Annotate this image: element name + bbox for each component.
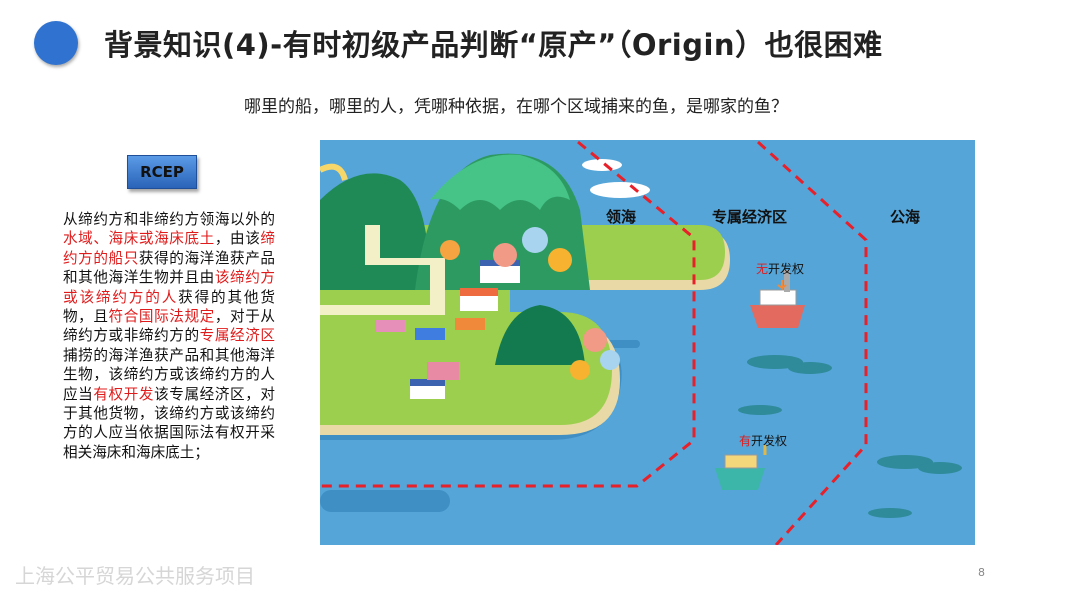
zone-label-high-seas: 公海 [890, 208, 921, 226]
paragraph-text: 捕捞的海洋渔获产品和其他海洋生物，该缔约方或该缔约方的人应当 [63, 346, 275, 403]
highlighted-text: 该缔约方或该缔约方的人 [63, 269, 275, 306]
territorial-sea-boundary [320, 140, 696, 488]
ship-no-right-icon [750, 270, 805, 328]
title-bullet-icon [34, 21, 78, 65]
no-right-prefix: 无 [756, 262, 769, 276]
paragraph-text: 获得的其他货物，且 [63, 288, 275, 326]
highlighted-text: 水域、海床或海床底土 [63, 230, 215, 248]
paragraph-text: 该专属经济区，对于其他货物，该缔约方或该缔约方的人应当依据国际法有权开采相关海床… [63, 385, 275, 461]
rcep-badge: RCEP [127, 155, 197, 189]
page-number: 8 [978, 566, 985, 579]
zone-label-eez: 专属经济区 [712, 208, 788, 226]
paragraph-text: ，由该 [214, 230, 261, 248]
no-exploitation-right-label: 无开发权 [756, 260, 804, 277]
rcep-rule-text: 从缔约方和非缔约方领海以外的水域、海床或海床底土，由该缔约方的船只获得的海洋渔获… [63, 210, 275, 462]
has-exploitation-right-label: 有开发权 [739, 432, 787, 449]
has-right-rest: 开发权 [751, 434, 788, 448]
fish-icons [738, 355, 962, 518]
ship-has-right-icon [715, 445, 767, 490]
highlighted-text: 专属经济区 [199, 327, 275, 345]
has-right-prefix: 有 [739, 434, 752, 448]
maritime-zones-illustration: 领海 专属经济区 公海 无开发权 有开发权 [318, 140, 975, 547]
paragraph-text: 从缔约方和非缔约方领海以外的 [63, 211, 275, 228]
paragraph-text: ，对于从缔约方或非缔约方的 [63, 308, 275, 345]
paragraph-text: 获得的海洋渔获产品和其他海洋生物并且由 [63, 249, 275, 287]
highlighted-text: 缔约方的船只 [63, 230, 275, 267]
page-subtitle: 哪里的船，哪里的人，凭哪种依据，在哪个区域捕来的鱼，是哪家的鱼？ [244, 97, 788, 117]
map-svg [318, 140, 975, 547]
footer-project-name: 上海公平贸易公共服务项目 [15, 564, 255, 588]
no-right-rest: 开发权 [768, 262, 805, 276]
eez-boundary [756, 140, 868, 547]
highlighted-text: 有权开发 [93, 385, 155, 403]
zone-label-territorial-sea: 领海 [606, 208, 637, 226]
highlighted-text: 符合国际法规定 [108, 308, 215, 326]
page-title: 背景知识(4)-有时初级产品判断“原产”（Origin）也很困难 [104, 28, 883, 62]
